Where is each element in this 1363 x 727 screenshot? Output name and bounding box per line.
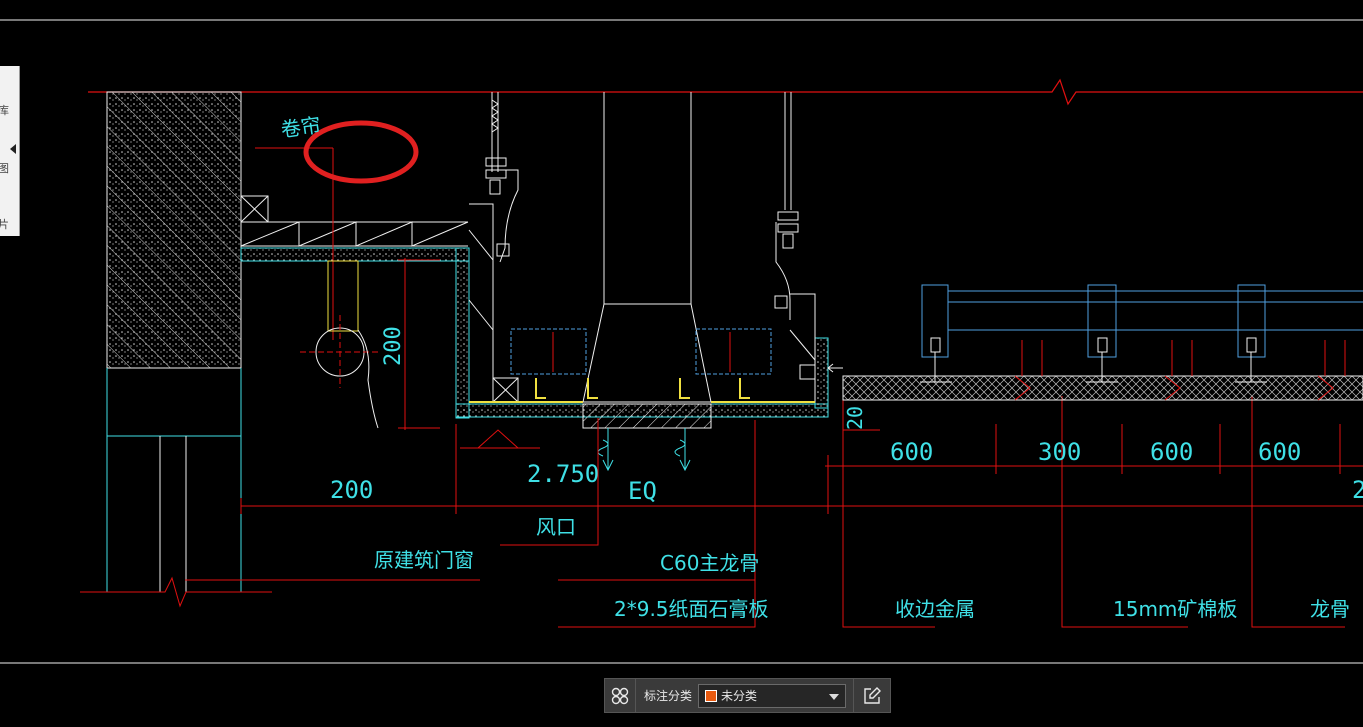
wall-column [80, 91, 272, 608]
t-keels [920, 284, 1363, 383]
spacing-300: 300 [1038, 438, 1081, 466]
dim-200-horizontal: 200 [330, 476, 373, 504]
elevation-2750: 2.750 [527, 460, 599, 488]
slab-line [88, 78, 1363, 106]
edit-icon[interactable] [853, 679, 890, 712]
dim-20: 20 [843, 406, 867, 430]
side-panel-tab[interactable]: 库 图 片 [0, 66, 20, 236]
label-keel: 龙骨 [1310, 597, 1350, 621]
spacing-600-c: 600 [1258, 438, 1301, 466]
hanger-rod-left [485, 92, 519, 263]
label-original-window: 原建筑门窗 [374, 548, 474, 572]
markup-ellipse[interactable] [303, 120, 419, 184]
side-panel-char-2: 图 [0, 162, 9, 175]
hanger-rod-right [774, 92, 799, 320]
annotation-toolbar: 标注分类 未分类 [604, 678, 891, 713]
spacing-600-a: 600 [890, 438, 933, 466]
label-curtain: 卷帘 [279, 113, 322, 142]
label-gypsum-board: 2*9.5纸面石膏板 [614, 597, 769, 621]
main-keel [469, 328, 815, 403]
collapse-arrow-icon[interactable] [10, 144, 16, 154]
label-main-keel: C60主龙骨 [660, 551, 759, 575]
truss [240, 221, 469, 247]
label-air-outlet: 风口 [536, 515, 576, 539]
grid-icon[interactable] [605, 679, 636, 712]
mineral-board [842, 340, 1363, 401]
category-selected-value: 未分类 [721, 689, 758, 703]
spacing-600-b: 600 [1150, 438, 1193, 466]
side-panel-char-1: 库 [0, 104, 9, 117]
annotation-category-label: 标注分类 [644, 689, 693, 703]
label-mineral-board: 15mm矿棉板 [1113, 597, 1237, 621]
label-eq: EQ [628, 477, 657, 505]
dim-cut: 2 [1352, 476, 1363, 504]
category-color-swatch [705, 689, 718, 702]
dim-200-vertical: 200 [381, 326, 406, 366]
side-panel-char-3: 片 [0, 218, 9, 231]
annotation-category-select[interactable]: 未分类 [698, 683, 847, 708]
chevron-down-icon [829, 693, 840, 700]
vent-grille [582, 403, 712, 429]
roller-shutter [255, 147, 380, 429]
air-duct [582, 92, 712, 403]
label-edge-metal: 收边金属 [895, 597, 975, 621]
